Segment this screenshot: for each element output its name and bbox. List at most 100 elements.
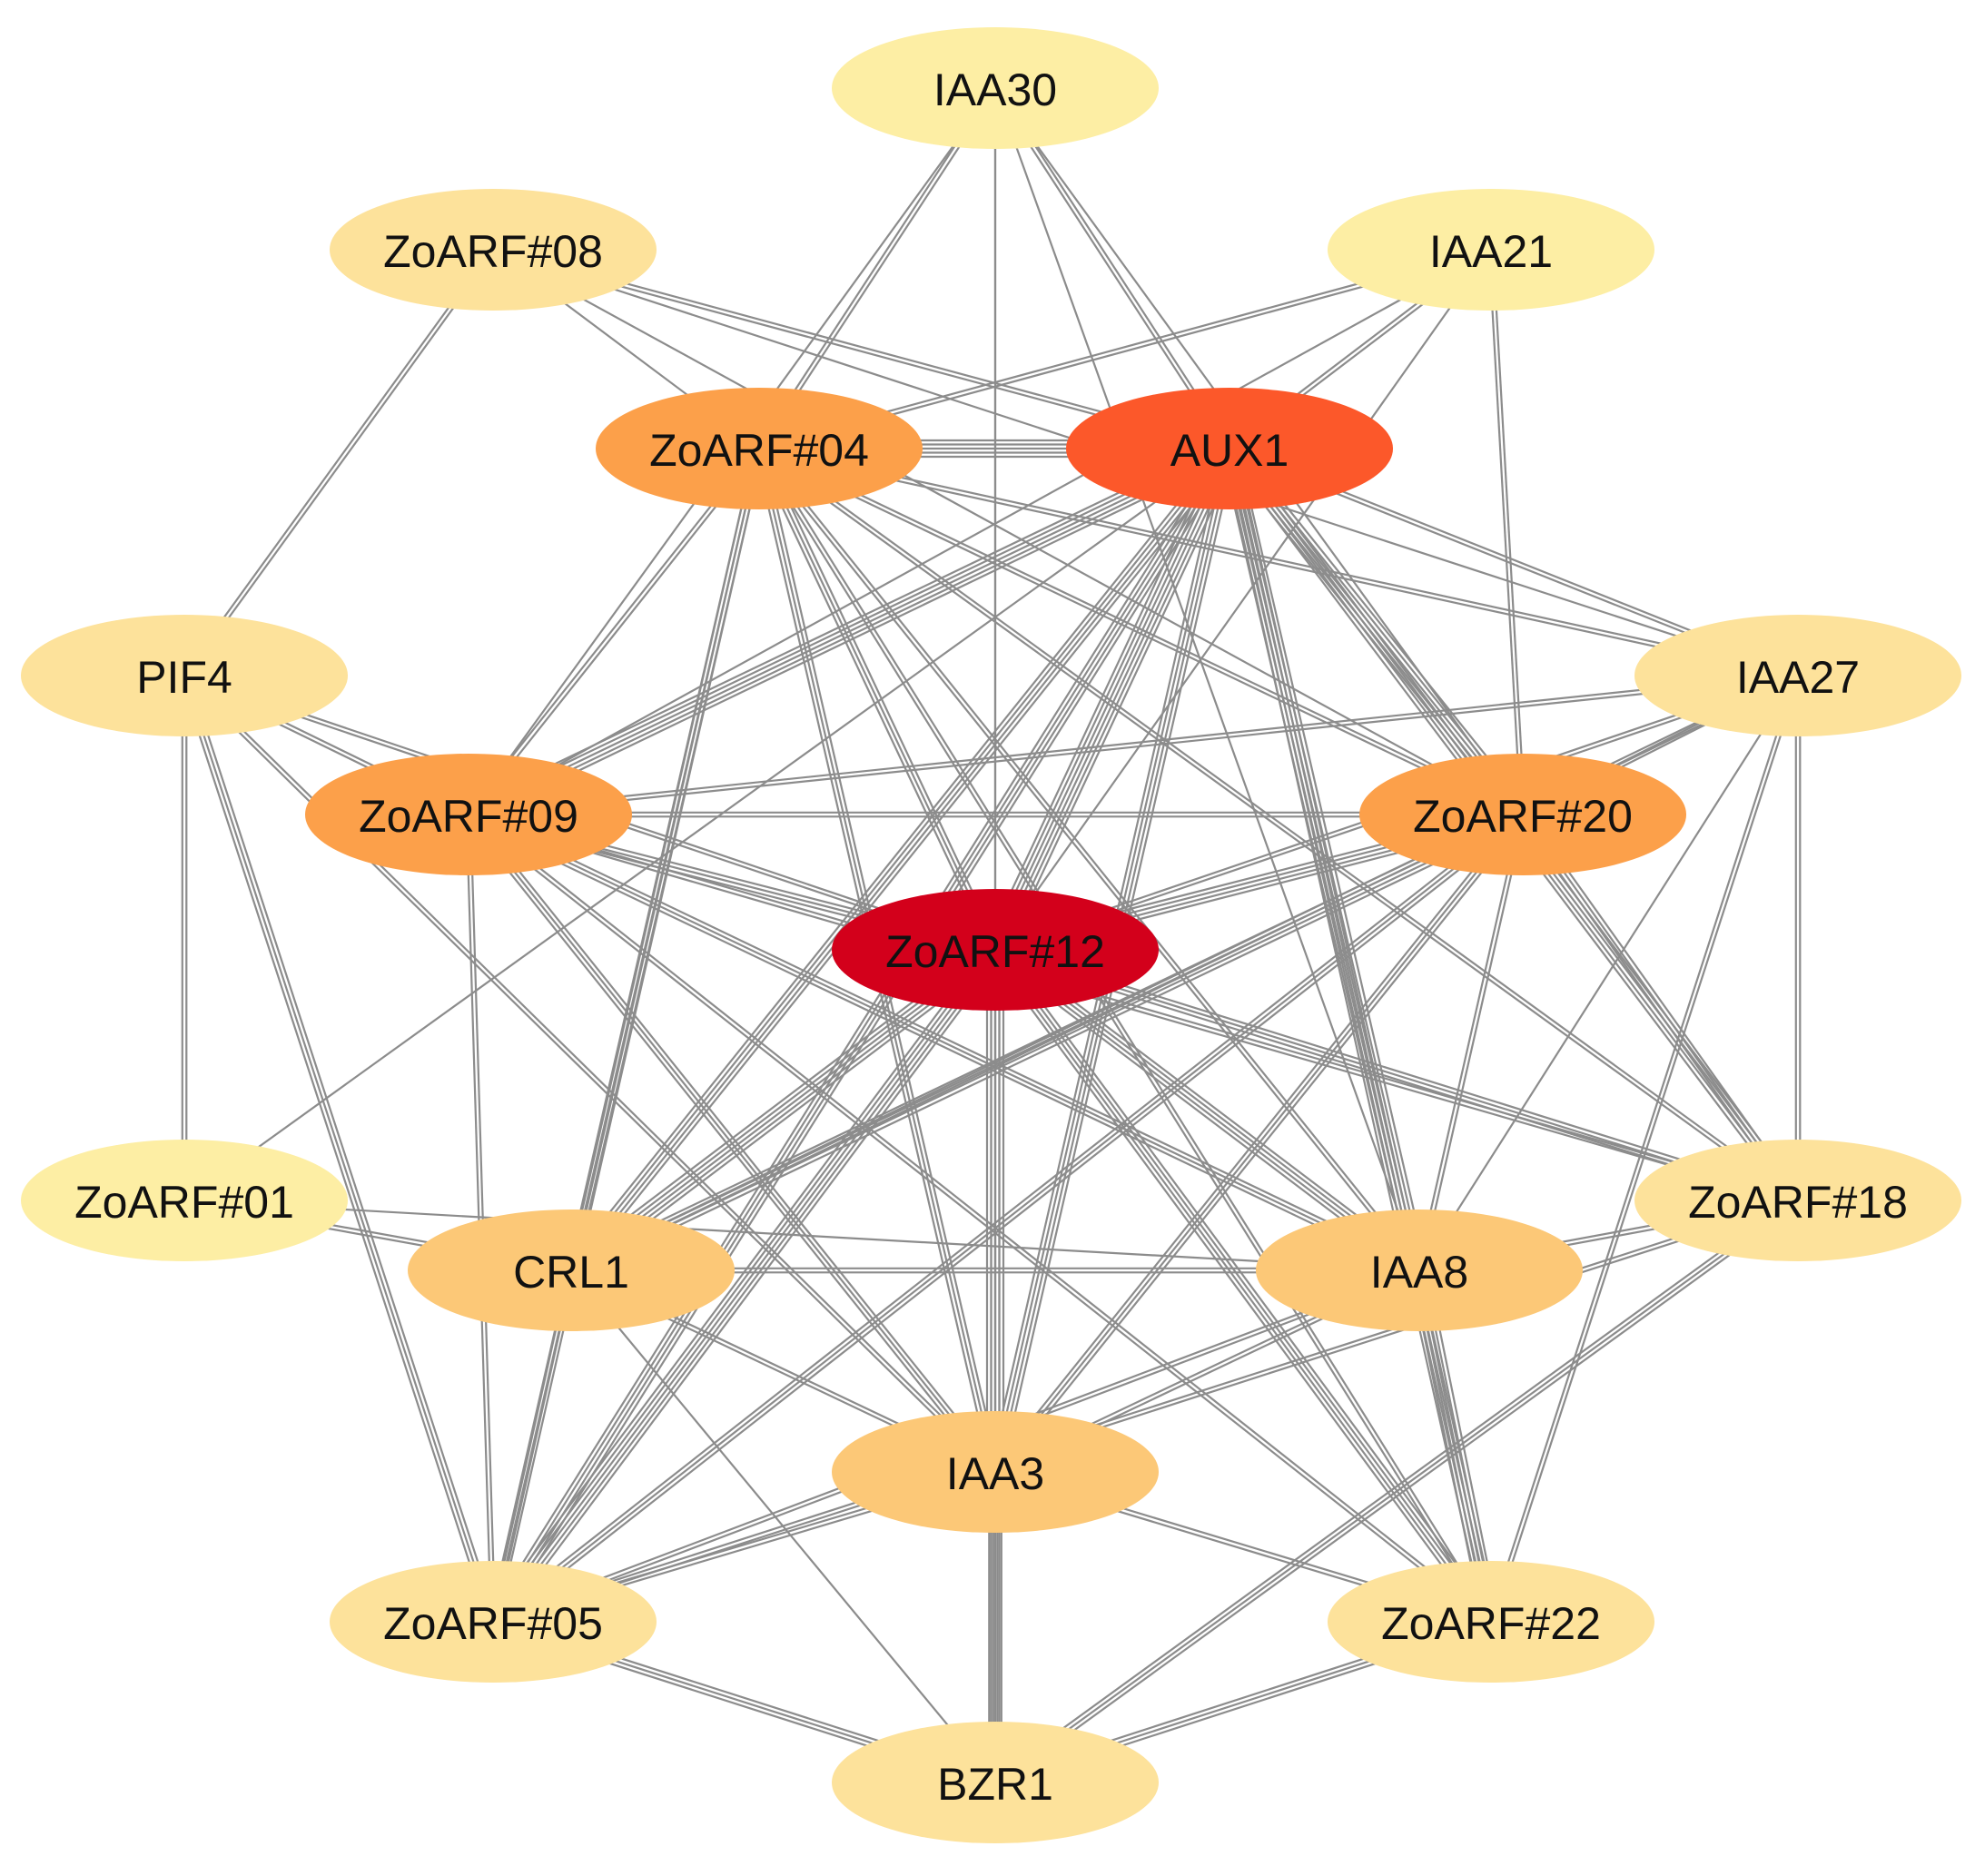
node-ellipse <box>832 1722 1159 1843</box>
edge-line <box>988 445 1225 948</box>
edge-IAA21-ZoARF09 <box>468 249 1492 815</box>
node-label: ZoARF#04 <box>649 425 869 476</box>
node-ellipse <box>21 1140 348 1261</box>
edge-line <box>759 446 1422 1270</box>
edge-line <box>756 86 995 449</box>
edge-line <box>469 809 1422 1268</box>
edge-line <box>469 812 1494 1622</box>
node-ellipse <box>1328 1561 1654 1683</box>
edge-ZoARF20-ZoARF18 <box>1518 811 1802 1204</box>
edge-line <box>179 676 490 1624</box>
node-ellipse <box>1256 1210 1583 1331</box>
edge-line <box>499 953 1003 1628</box>
edge-line <box>466 443 1229 812</box>
edge-line <box>759 446 1800 1200</box>
edge-line <box>491 448 761 1623</box>
edge-line <box>490 447 1230 1622</box>
edge-AUX1-ZoARF05 <box>487 444 1236 1626</box>
edge-line <box>182 248 493 676</box>
edge-AUX1-ZoARF09 <box>464 439 1234 824</box>
edge-line <box>187 674 499 1621</box>
node-ellipse <box>832 889 1159 1011</box>
edge-PIF4-ZoARF05 <box>179 674 499 1624</box>
node-iaa27: IAA27 <box>1634 615 1961 736</box>
edge-line <box>571 815 1525 1273</box>
node-ellipse <box>832 1411 1159 1533</box>
node-ellipse <box>21 615 348 736</box>
node-label: ZoARF#18 <box>1688 1177 1908 1228</box>
edge-line <box>1226 449 1490 1623</box>
node-label: IAA8 <box>1370 1247 1468 1298</box>
node-ellipse <box>1634 615 1961 736</box>
edge-line <box>999 945 1497 1619</box>
edge-line <box>1003 452 1240 955</box>
node-zoarf22: ZoARF#22 <box>1328 1561 1654 1683</box>
edge-line <box>991 811 1521 1470</box>
edge-ZoARF04-ZoARF12 <box>754 446 1001 953</box>
edge-line <box>996 1202 1802 1787</box>
node-label: PIF4 <box>136 652 232 703</box>
edge-line <box>754 449 992 953</box>
node-label: BZR1 <box>937 1759 1053 1810</box>
node-ellipse <box>1359 754 1686 875</box>
node-label: IAA30 <box>933 64 1057 115</box>
edge-line <box>994 1200 1799 1783</box>
edge-line <box>469 451 1232 820</box>
edge-line <box>995 948 1494 1622</box>
node-ellipse <box>305 754 632 875</box>
edge-line <box>492 814 1524 1623</box>
edge-line <box>756 449 1419 1273</box>
edge-ZoARF12-ZoARF18 <box>993 944 1800 1206</box>
edge-line <box>466 815 1491 1624</box>
edge-line <box>992 88 1230 450</box>
node-ellipse <box>832 27 1159 149</box>
edge-line <box>497 451 1236 1626</box>
edge-line <box>487 444 1226 1619</box>
edge-AUX1-ZoARF01 <box>183 448 1230 1201</box>
node-label: ZoARF#22 <box>1381 1598 1601 1649</box>
edge-ZoARF20-IAA8 <box>1416 814 1526 1271</box>
edge-line <box>1230 448 1495 1622</box>
edge-line <box>466 446 759 815</box>
edge-ZoARF08-PIF4 <box>182 248 496 677</box>
node-label: ZoARF#05 <box>383 1598 603 1649</box>
edge-ZoARF09-IAA8 <box>466 809 1422 1276</box>
node-iaa3: IAA3 <box>832 1411 1159 1533</box>
edge-ZoARF04-ZoARF18 <box>757 446 1800 1203</box>
edge-IAA30-IAA8 <box>993 87 1421 1271</box>
edge-line <box>1000 450 1237 953</box>
edge-line <box>1522 814 1799 1201</box>
edge-line <box>992 447 1229 950</box>
edge-line <box>468 448 1230 815</box>
edge-line <box>993 953 1798 1206</box>
node-label: ZoARF#20 <box>1413 791 1633 842</box>
edge-ZoARF04-ZoARF22 <box>756 447 1494 1624</box>
node-ellipse <box>1066 388 1393 509</box>
edge-line <box>997 816 1527 1476</box>
edge-AUX1-ZoARF22 <box>1222 447 1498 1624</box>
edge-ZoARF01-IAA8 <box>183 1199 1420 1272</box>
node-aux1: AUX1 <box>1066 388 1393 509</box>
node-bzr1: BZR1 <box>832 1722 1159 1843</box>
edge-line <box>471 455 1234 824</box>
edge-IAA21-ZoARF12 <box>994 249 1492 951</box>
edge-line <box>468 815 1798 1204</box>
edge-line <box>1518 815 1796 1204</box>
edge-line <box>762 446 1001 949</box>
edge-line <box>495 816 1526 1626</box>
node-zoarf20: ZoARF#20 <box>1359 754 1686 875</box>
edge-line <box>993 87 1421 1271</box>
edge-line <box>995 944 1800 1198</box>
edge-line <box>1222 449 1486 1624</box>
edge-IAA21-ZoARF20 <box>1487 249 1526 815</box>
edge-line <box>468 814 1420 1271</box>
edge-line <box>992 950 1491 1624</box>
edge-line <box>565 444 1226 1268</box>
edge-ZoARF20-CRL1 <box>568 807 1526 1278</box>
node-iaa21: IAA21 <box>1328 189 1654 311</box>
edge-line <box>575 451 1236 1275</box>
edge-line <box>184 250 496 677</box>
edge-IAA30-ZoARF04 <box>756 86 998 450</box>
node-ellipse <box>330 1561 657 1683</box>
